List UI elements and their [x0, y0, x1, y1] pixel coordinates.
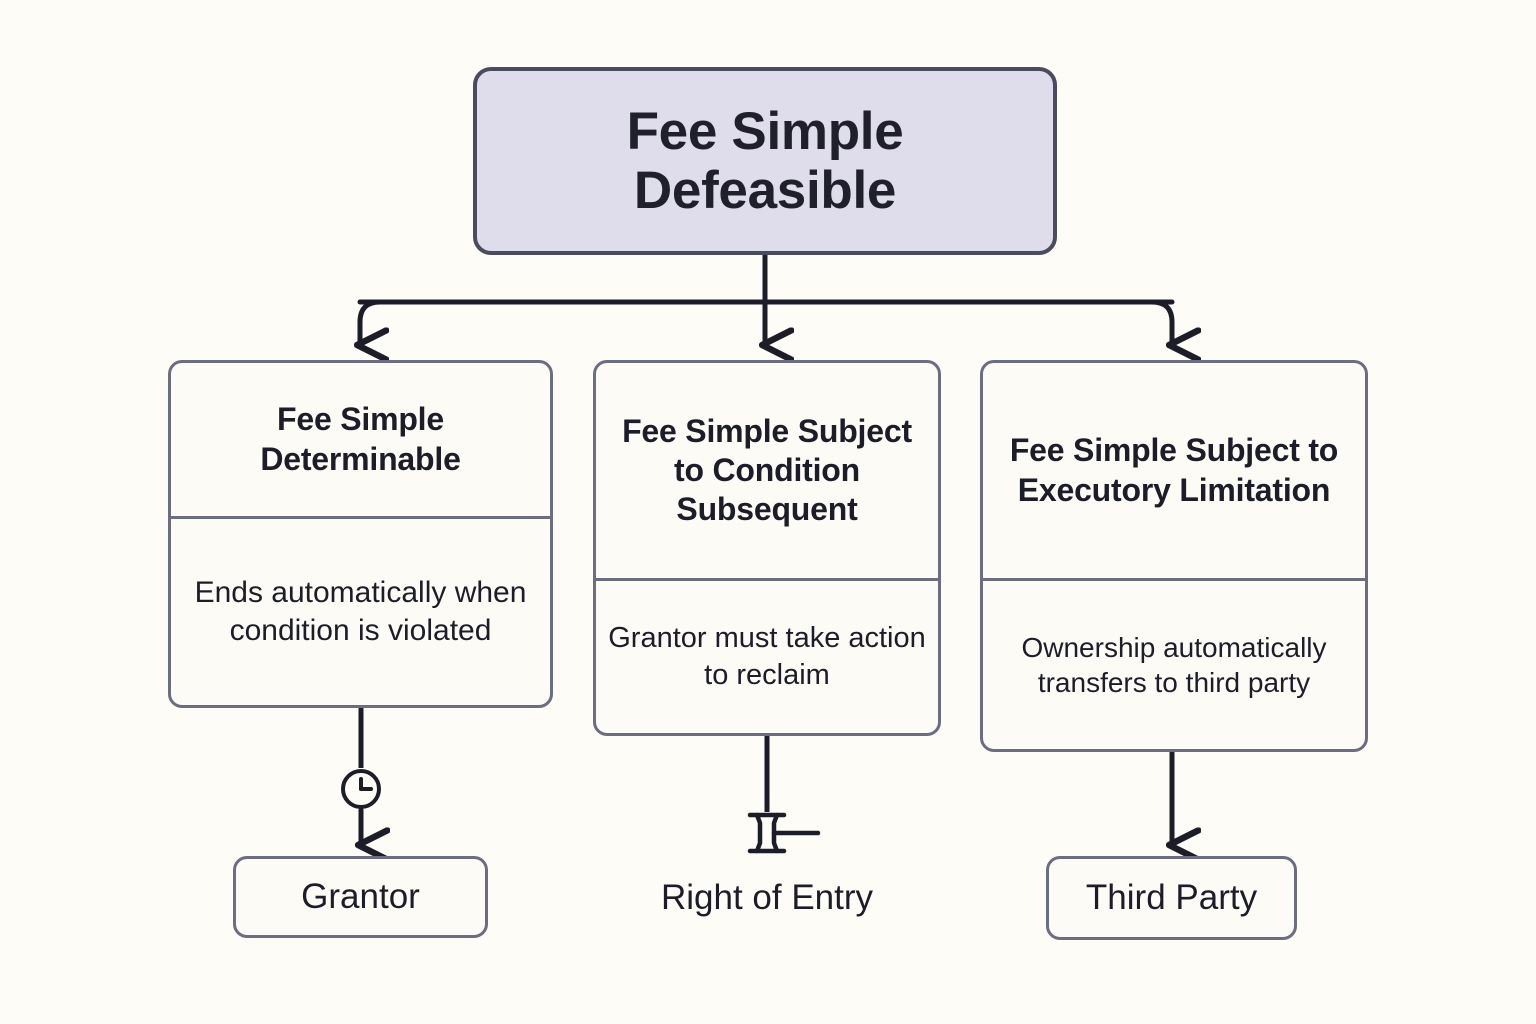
node-right-of-entry: Right of Entry	[617, 872, 917, 924]
gavel-icon	[744, 806, 822, 858]
node-condition-subsequent-divider	[596, 578, 938, 581]
node-grantor-label: Grantor	[301, 876, 420, 916]
node-executory-limitation-title: Fee Simple Subject to Executory Limitati…	[1009, 432, 1339, 508]
node-determinable-description: Ends automatically when condition is vio…	[194, 576, 527, 647]
node-fee-simple-subject-to-condition-subsequent[interactable]: Fee Simple Subject to Condition Subseque…	[593, 360, 941, 736]
clock-icon	[338, 766, 384, 812]
node-executory-limitation-divider	[983, 578, 1365, 581]
node-determinable-title: Fee Simple Determinable	[260, 401, 461, 477]
node-executory-limitation-description: Ownership automatically transfers to thi…	[1021, 631, 1327, 698]
node-fee-simple-determinable[interactable]: Fee Simple Determinable Ends automatical…	[168, 360, 553, 708]
connector-root-to-executory-limitation	[1149, 299, 1172, 345]
node-determinable-divider	[171, 516, 550, 519]
node-fee-simple-subject-to-executory-limitation[interactable]: Fee Simple Subject to Executory Limitati…	[980, 360, 1368, 752]
node-fee-simple-defeasible[interactable]: Fee Simple Defeasible	[473, 67, 1057, 255]
connector-root-to-determinable	[360, 299, 380, 345]
node-grantor[interactable]: Grantor	[233, 856, 488, 938]
root-node-title: Fee Simple Defeasible	[626, 101, 904, 220]
node-condition-subsequent-description: Grantor must take action to reclaim	[608, 622, 926, 691]
node-third-party-label: Third Party	[1085, 877, 1258, 917]
node-condition-subsequent-title: Fee Simple Subject to Condition Subseque…	[622, 412, 912, 528]
node-right-of-entry-label: Right of Entry	[660, 877, 874, 917]
node-third-party[interactable]: Third Party	[1046, 856, 1297, 940]
